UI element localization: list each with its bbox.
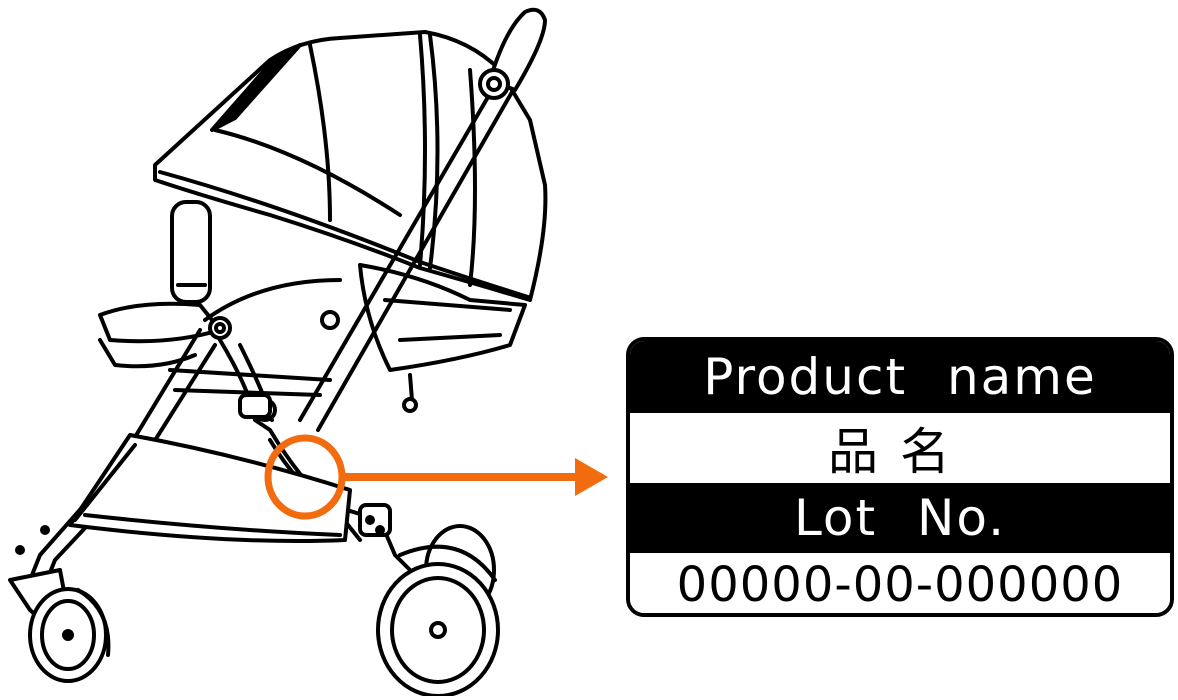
bumper-bar <box>170 200 342 322</box>
location-highlight <box>264 434 608 520</box>
seat <box>98 263 527 372</box>
arrow-icon <box>575 458 608 496</box>
front-wheel <box>8 568 111 683</box>
product-name-value: 品名 <box>630 413 1170 483</box>
lot-number-value: 00000-00-000000 <box>630 553 1170 613</box>
rear-wheel <box>376 524 500 698</box>
frame <box>15 310 422 587</box>
product-label: Product name 品名 Lot No. 00000-00-000000 <box>626 337 1174 617</box>
handle-bar <box>298 7 547 432</box>
lot-number-heading: Lot No. <box>630 483 1170 553</box>
canopy <box>153 30 548 302</box>
product-name-heading: Product name <box>630 341 1170 413</box>
